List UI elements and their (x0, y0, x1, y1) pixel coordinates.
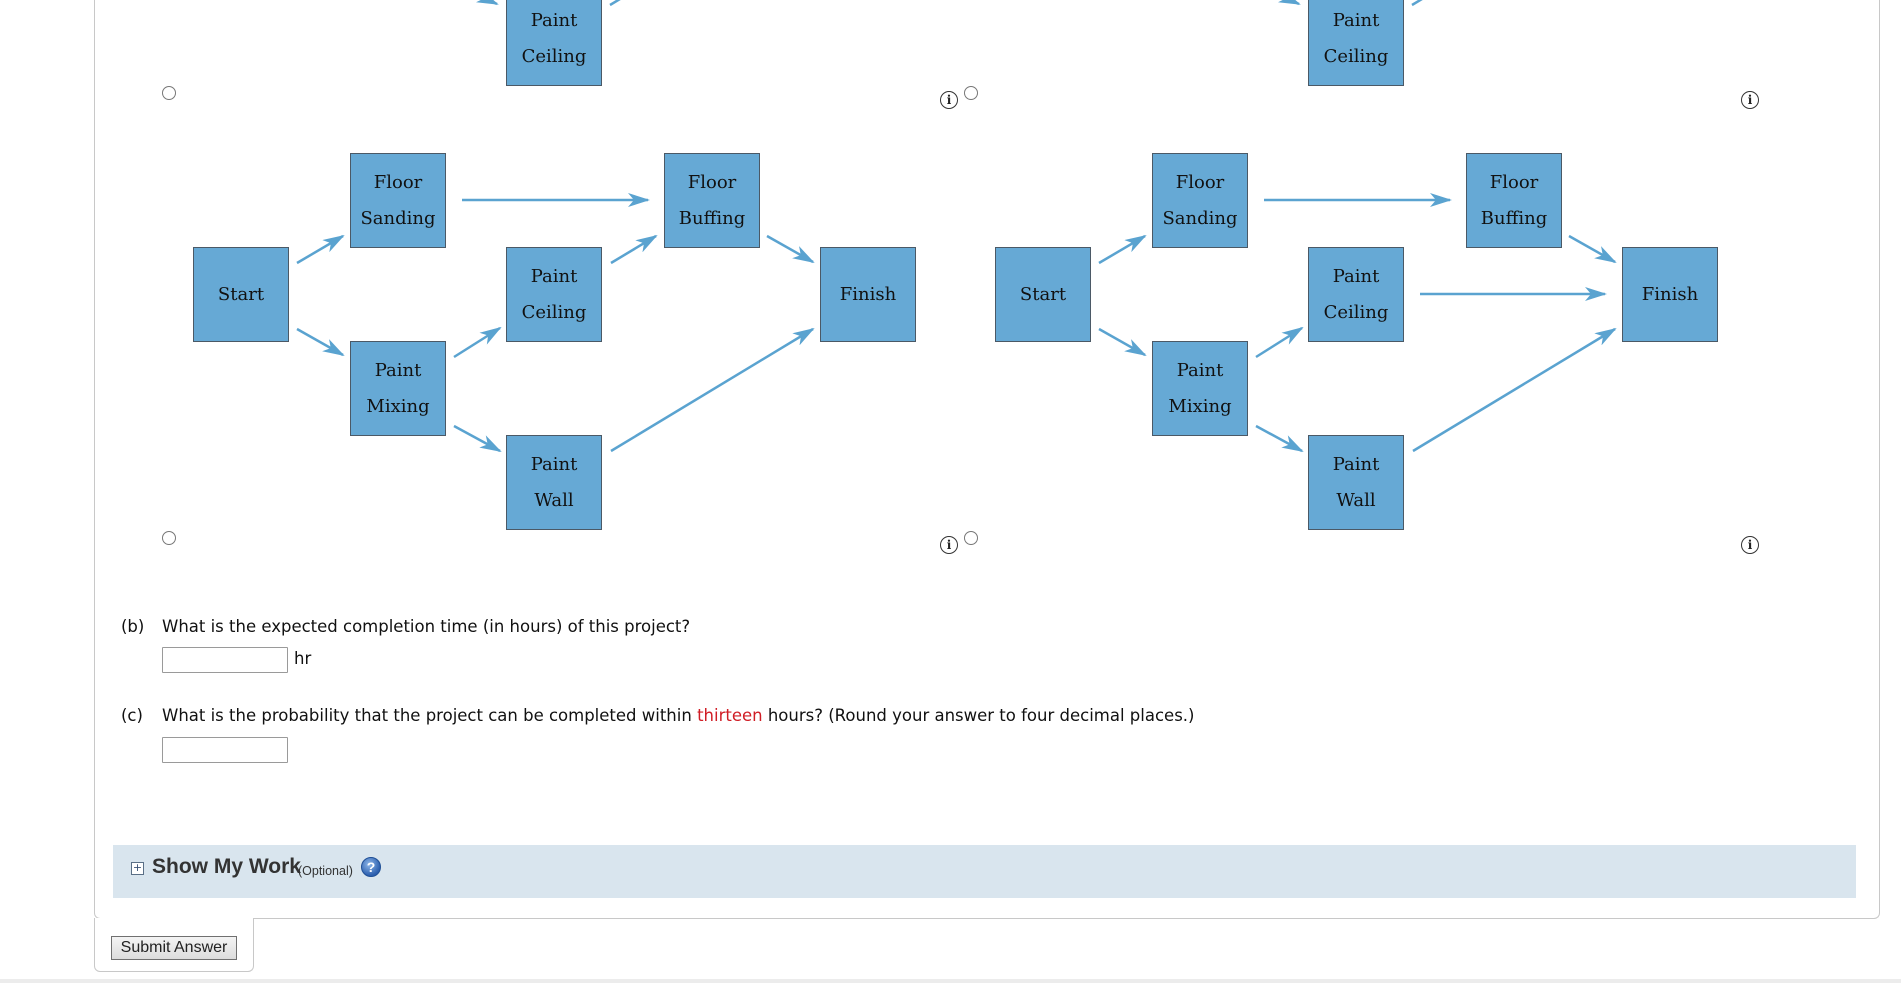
info-icon[interactable]: i (1741, 91, 1759, 109)
question-c-text-before: What is the probability that the project… (162, 706, 698, 725)
node-label-line2: Mixing (1168, 395, 1232, 417)
node-paint-mixing: Paint Mixing (1152, 341, 1248, 436)
node-label-line2: Ceiling (1323, 301, 1389, 323)
optional-label: (Optional) (298, 864, 353, 878)
node-floor-sanding: Floor Sanding (350, 153, 446, 248)
question-c: (c) What is the probability that the proj… (121, 706, 1194, 725)
question-b-label: (b) (121, 617, 145, 636)
node-label-line2: Mixing (366, 395, 430, 417)
node-label: Finish (839, 283, 897, 305)
question-container (94, 0, 1880, 919)
info-icon[interactable]: i (1741, 536, 1759, 554)
node-label-line2: Ceiling (1323, 45, 1389, 67)
node-floor-buffing: Floor Buffing (1466, 153, 1562, 248)
node-label-line2: Ceiling (521, 45, 587, 67)
node-start: Start (193, 247, 289, 342)
show-my-work-panel[interactable] (113, 845, 1856, 898)
node-label-line1: Paint (530, 9, 578, 31)
node-label-line2: Buffing (1480, 207, 1548, 229)
option-radio-1[interactable] (162, 86, 176, 100)
help-icon[interactable]: ? (361, 857, 381, 877)
unit-hr: hr (294, 649, 312, 668)
node-paint-mixing: Paint Mixing (350, 341, 446, 436)
submit-answer-button[interactable]: Submit Answer (111, 936, 237, 960)
node-label-line2: Wall (534, 489, 574, 511)
node-label-line1: Paint (1332, 9, 1380, 31)
option-radio-3[interactable] (162, 531, 176, 545)
question-c-text-after: hours? (Round your answer to four decima… (762, 706, 1195, 725)
node-paint-ceiling: Paint Ceiling (1308, 247, 1404, 342)
probability-input[interactable] (162, 737, 288, 763)
question-c-label: (c) (121, 706, 143, 725)
node-label-line1: Floor (373, 171, 423, 193)
node-label-line2: Sanding (360, 207, 436, 229)
info-icon[interactable]: i (940, 91, 958, 109)
node-paint-wall: Paint Wall (506, 435, 602, 530)
expected-completion-time-input[interactable] (162, 647, 288, 673)
node-label-line1: Floor (687, 171, 737, 193)
node-label-line1: Paint (1176, 359, 1224, 381)
node-label-line1: Paint (530, 453, 578, 475)
node-paint-wall: Paint Wall (1308, 435, 1404, 530)
node-label-line1: Paint (530, 265, 578, 287)
node-label: Finish (1641, 283, 1699, 305)
node-paint-ceiling: Paint Ceiling (506, 247, 602, 342)
node-label-line1: Paint (1332, 265, 1380, 287)
node-label-line1: Paint (374, 359, 422, 381)
node-paint-ceiling-prev-left: Paint Ceiling (506, 0, 602, 86)
question-b: (b) What is the expected completion time … (121, 617, 690, 636)
node-label-line2: Buffing (678, 207, 746, 229)
page-bottom-edge (0, 979, 1901, 983)
node-label: Start (217, 283, 265, 305)
node-finish: Finish (1622, 247, 1718, 342)
node-label-line1: Floor (1489, 171, 1539, 193)
info-icon[interactable]: i (940, 536, 958, 554)
node-label-line2: Ceiling (521, 301, 587, 323)
node-label: Start (1019, 283, 1067, 305)
node-floor-sanding: Floor Sanding (1152, 153, 1248, 248)
option-radio-4[interactable] (964, 531, 978, 545)
node-label-line1: Floor (1175, 171, 1225, 193)
expand-icon[interactable]: + (131, 861, 144, 875)
node-finish: Finish (820, 247, 916, 342)
network-diagrams (296, 0, 1617, 453)
show-my-work-title[interactable]: Show My Work (152, 855, 301, 878)
node-paint-ceiling-prev-right: Paint Ceiling (1308, 0, 1404, 86)
node-label-line2: Wall (1336, 489, 1376, 511)
question-c-highlight: thirteen (697, 706, 763, 725)
question-b-text: What is the expected completion time (in… (162, 617, 691, 636)
node-label-line2: Sanding (1162, 207, 1238, 229)
node-start: Start (995, 247, 1091, 342)
option-radio-2[interactable] (964, 86, 978, 100)
node-floor-buffing: Floor Buffing (664, 153, 760, 248)
node-label-line1: Paint (1332, 453, 1380, 475)
